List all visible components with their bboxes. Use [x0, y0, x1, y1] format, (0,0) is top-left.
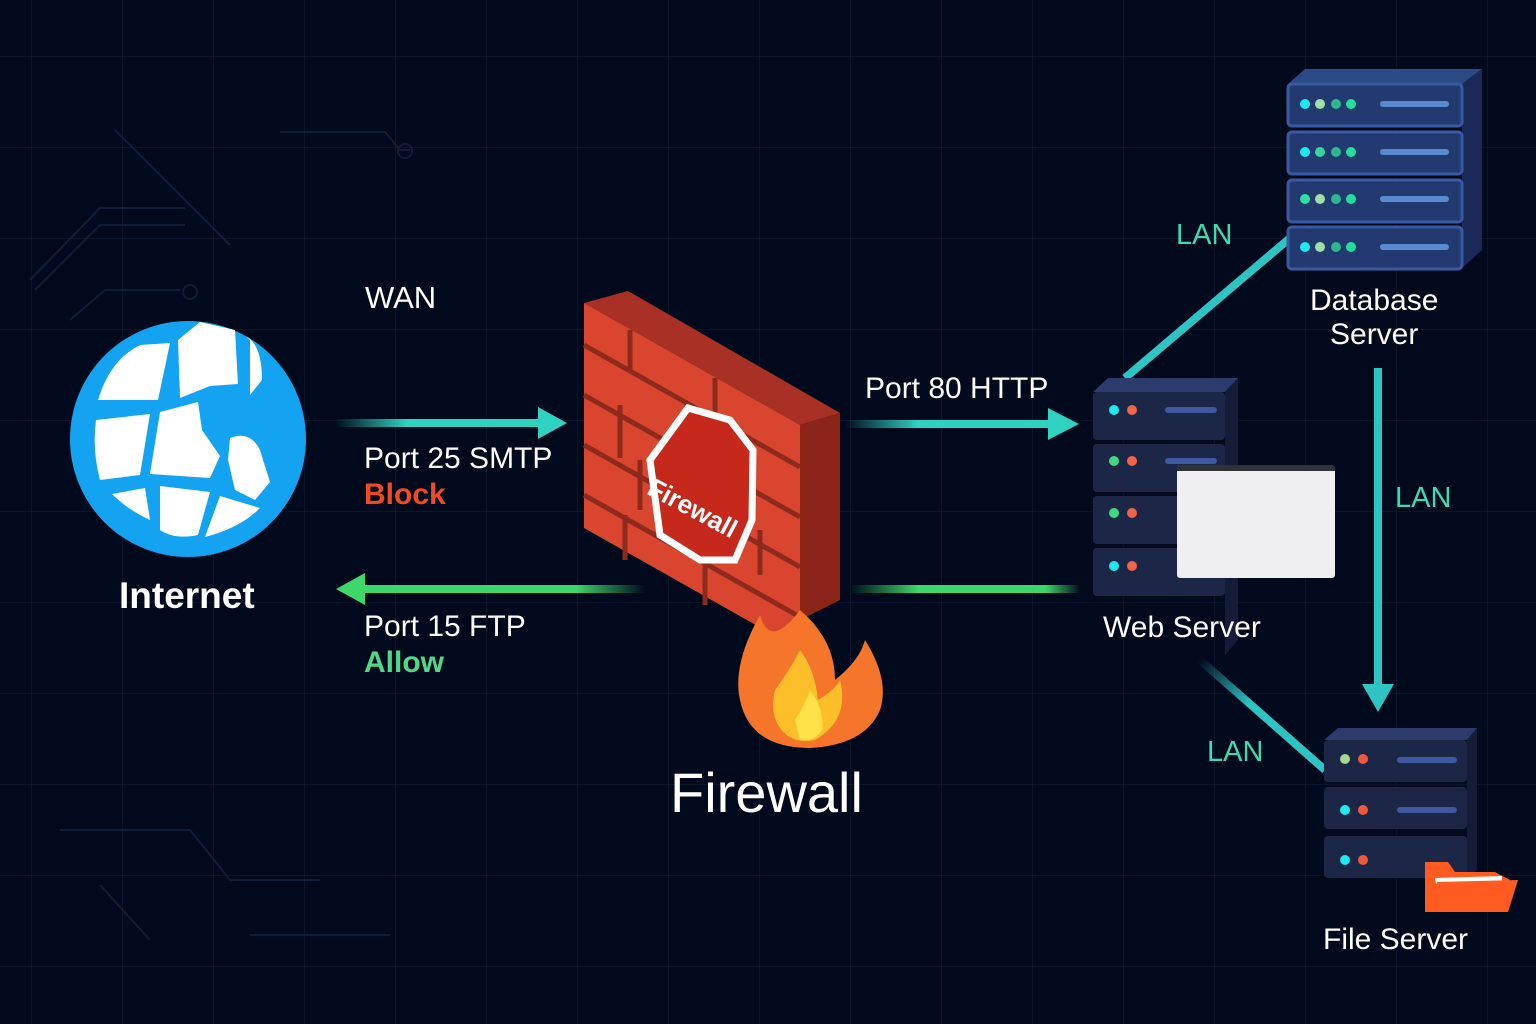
lan-link-database-to-file	[1362, 368, 1394, 712]
file-server-label: File Server	[1323, 923, 1469, 956]
lan-link-web-to-database	[1122, 234, 1293, 382]
smtp-rule-action-badge: Block	[364, 478, 446, 511]
ftp-outbound-arrow	[336, 573, 645, 605]
http-inbound-arrow	[845, 408, 1079, 440]
firewall-label: Firewall	[670, 761, 863, 824]
smtp-inbound-arrow	[335, 407, 567, 439]
lan-label-web-file: LAN	[1207, 736, 1264, 768]
database-server-label-line2: Server	[1330, 318, 1419, 351]
ftp-rule-action-badge: Allow	[364, 646, 444, 679]
http-rule-port-label: Port 80 HTTP	[865, 372, 1049, 405]
database-server-label-line1: Database	[1310, 284, 1439, 317]
wan-zone-label: WAN	[365, 280, 437, 315]
smtp-rule-port-label: Port 25 SMTP	[364, 442, 553, 475]
internet-label: Internet	[119, 575, 255, 616]
lan-label-database-file: LAN	[1395, 482, 1452, 514]
lan-label-web-database: LAN	[1176, 219, 1233, 251]
web-server-label: Web Server	[1103, 611, 1261, 644]
web-server-return-line	[850, 585, 1080, 593]
browser-window-icon	[1177, 465, 1335, 578]
ftp-rule-port-label: Port 15 FTP	[364, 610, 526, 643]
lan-link-web-to-file	[1197, 656, 1328, 774]
